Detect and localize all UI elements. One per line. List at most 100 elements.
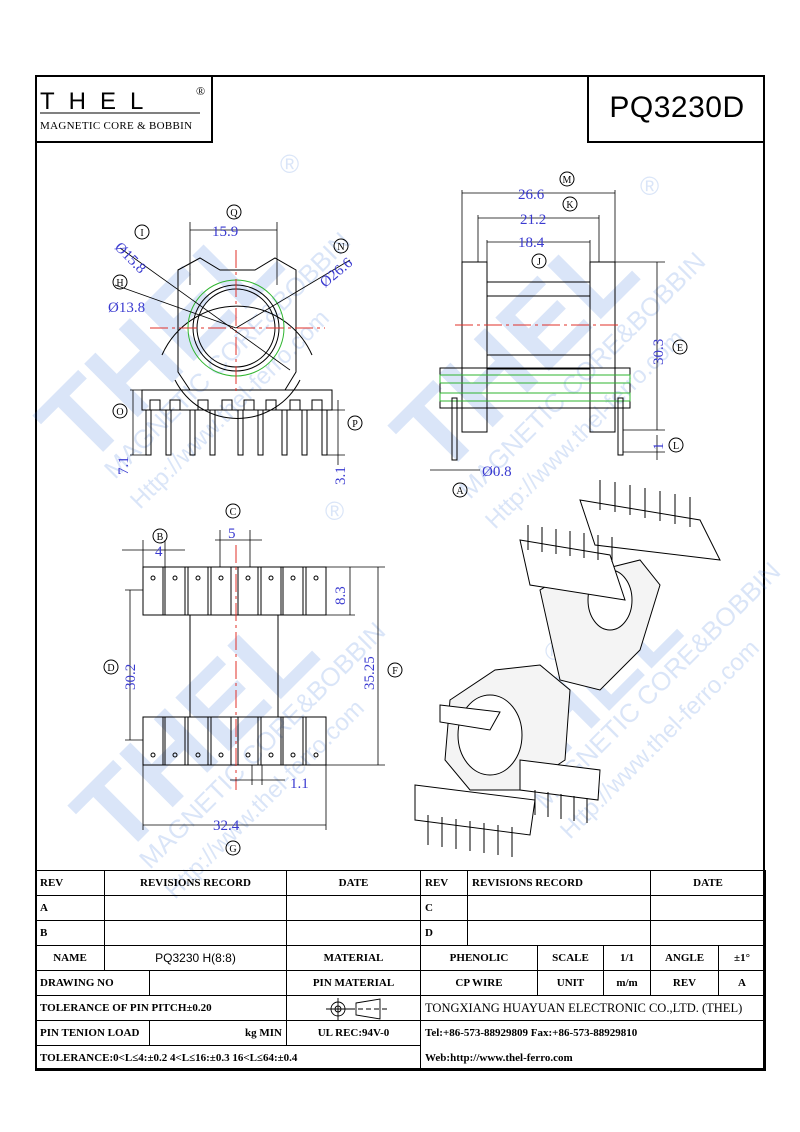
bottom-view — [142, 566, 327, 766]
contact-info: Tel:+86-573-88929809 Fax:+86-573-8892981… — [420, 1020, 767, 1046]
dim-j: 18.4 — [518, 235, 545, 251]
svg-text:H: H — [116, 278, 123, 289]
svg-text:O: O — [116, 407, 123, 418]
callout-i: I — [134, 224, 150, 240]
svg-text:D: D — [107, 663, 114, 674]
dim-g: 32.4 — [213, 818, 240, 834]
svg-text:I: I — [140, 228, 143, 239]
isometric-view — [414, 480, 721, 857]
front-header-notches — [149, 399, 323, 410]
rev-label: REV — [650, 970, 720, 996]
name-value: PQ3230 H(8:8) — [103, 945, 288, 971]
part-number-box: PQ3230D — [587, 75, 765, 143]
registered-mark: ® — [196, 84, 206, 98]
callout-k: K — [562, 196, 578, 212]
rev-header-right: REV — [420, 870, 469, 896]
iso-header-bottom-right — [519, 759, 601, 801]
bottom-pin-cells-bottom — [142, 716, 327, 766]
svg-text:B: B — [157, 532, 164, 543]
front-outer-arc-top — [161, 305, 313, 356]
website: Web:http://www.thel-ferro.com — [420, 1045, 767, 1071]
side-core-top — [486, 281, 591, 297]
dim-l: 1 — [651, 443, 667, 451]
front-pins — [145, 409, 328, 456]
dim-d: 30.2 — [123, 664, 139, 690]
dim-c: 5 — [228, 526, 236, 542]
dim-t: 1.1 — [290, 776, 309, 792]
dim-b: 4 — [155, 544, 163, 560]
iso-bobbin-bottom-cap — [439, 704, 501, 731]
svg-text:Q: Q — [230, 208, 238, 219]
callout-g: G — [225, 840, 241, 856]
angle-value: ±1° — [718, 945, 767, 971]
brand-logo: THEL — [40, 88, 158, 115]
callout-c: C — [225, 503, 241, 519]
front-body-outline — [177, 257, 297, 391]
callout-p: P — [347, 415, 363, 431]
side-winding-line — [439, 374, 631, 384]
iso-bobbin-bottom-bore — [457, 694, 523, 776]
dimension-values: 15.9 Ø15.8 Ø26.6 Ø13.8 7.1 3.1 26.6 21.2… — [108, 187, 667, 834]
dim-q: 15.9 — [212, 224, 238, 240]
iso-header-bottom-left — [414, 784, 536, 836]
watermark-mark-1: ® — [280, 149, 299, 179]
rev-c: C — [420, 895, 469, 921]
logo-box — [35, 75, 213, 143]
svg-text:P: P — [352, 419, 358, 430]
date-header-right: DATE — [650, 870, 767, 896]
title-block: REV REVISIONS RECORD DATE REV REVISIONS … — [34, 870, 767, 1071]
side-flange-left — [461, 261, 488, 433]
callout-f: F — [387, 662, 403, 678]
rev-a: A — [35, 895, 105, 921]
material-value: PHENOLIC — [420, 945, 539, 971]
rev-b: B — [35, 920, 105, 946]
iso-header-top-right — [579, 499, 721, 561]
svg-text:L: L — [673, 441, 679, 452]
callout-d: D — [103, 659, 119, 675]
front-dimension-lines — [114, 222, 351, 465]
svg-text:A: A — [456, 486, 464, 497]
dim-k: 21.2 — [520, 212, 546, 228]
drawing-no-label: DRAWING NO — [35, 970, 150, 996]
pin-material-value: CP WIRE — [420, 970, 539, 996]
side-dimension-lines — [430, 190, 665, 471]
callout-b: B — [152, 528, 168, 544]
side-view — [439, 261, 631, 461]
material-label: MATERIAL — [286, 945, 422, 971]
bottom-pin-cells-top — [142, 566, 327, 616]
angle-label: ANGLE — [650, 945, 720, 971]
dim-s: 8.3 — [333, 586, 349, 605]
name-label: NAME — [35, 945, 105, 971]
side-base — [439, 367, 631, 409]
dim-f: 35.25 — [362, 656, 378, 690]
date-header-left: DATE — [286, 870, 422, 896]
company-name: TONGXIANG HUAYUAN ELECTRONIC CO.,LTD. (T… — [420, 995, 767, 1021]
dim-a: Ø0.8 — [482, 464, 512, 480]
iso-header-top-left — [519, 539, 626, 601]
svg-text:F: F — [392, 666, 398, 677]
unit-label: UNIT — [537, 970, 605, 996]
unit-value: m/m — [603, 970, 652, 996]
watermark-logo-3: THEL — [50, 587, 340, 877]
part-number: PQ3230D — [609, 91, 745, 124]
rev-header-left: REV — [35, 870, 105, 896]
svg-text:N: N — [337, 242, 344, 253]
callout-bubbles: Q I N H O P M K J E L A B C D F G — [103, 171, 688, 856]
brand-subtitle: MAGNETIC CORE & BOBBIN — [40, 120, 193, 132]
callout-h: H — [112, 274, 128, 290]
svg-text:G: G — [229, 844, 236, 855]
callout-o: O — [112, 403, 128, 419]
side-winding-line-2 — [439, 392, 631, 402]
rev-d: D — [420, 920, 469, 946]
front-centerlines — [150, 250, 325, 395]
svg-text:C: C — [230, 507, 237, 518]
callout-l: L — [668, 437, 684, 453]
pin-material-label: PIN MATERIAL — [286, 970, 422, 996]
dim-h: Ø13.8 — [108, 300, 145, 316]
rev-value: A — [718, 970, 767, 996]
dim-e: 30.3 — [651, 339, 667, 365]
dim-o: 7.1 — [116, 456, 132, 475]
front-pin-header — [141, 389, 333, 411]
watermark-mark-2: ® — [640, 171, 659, 201]
